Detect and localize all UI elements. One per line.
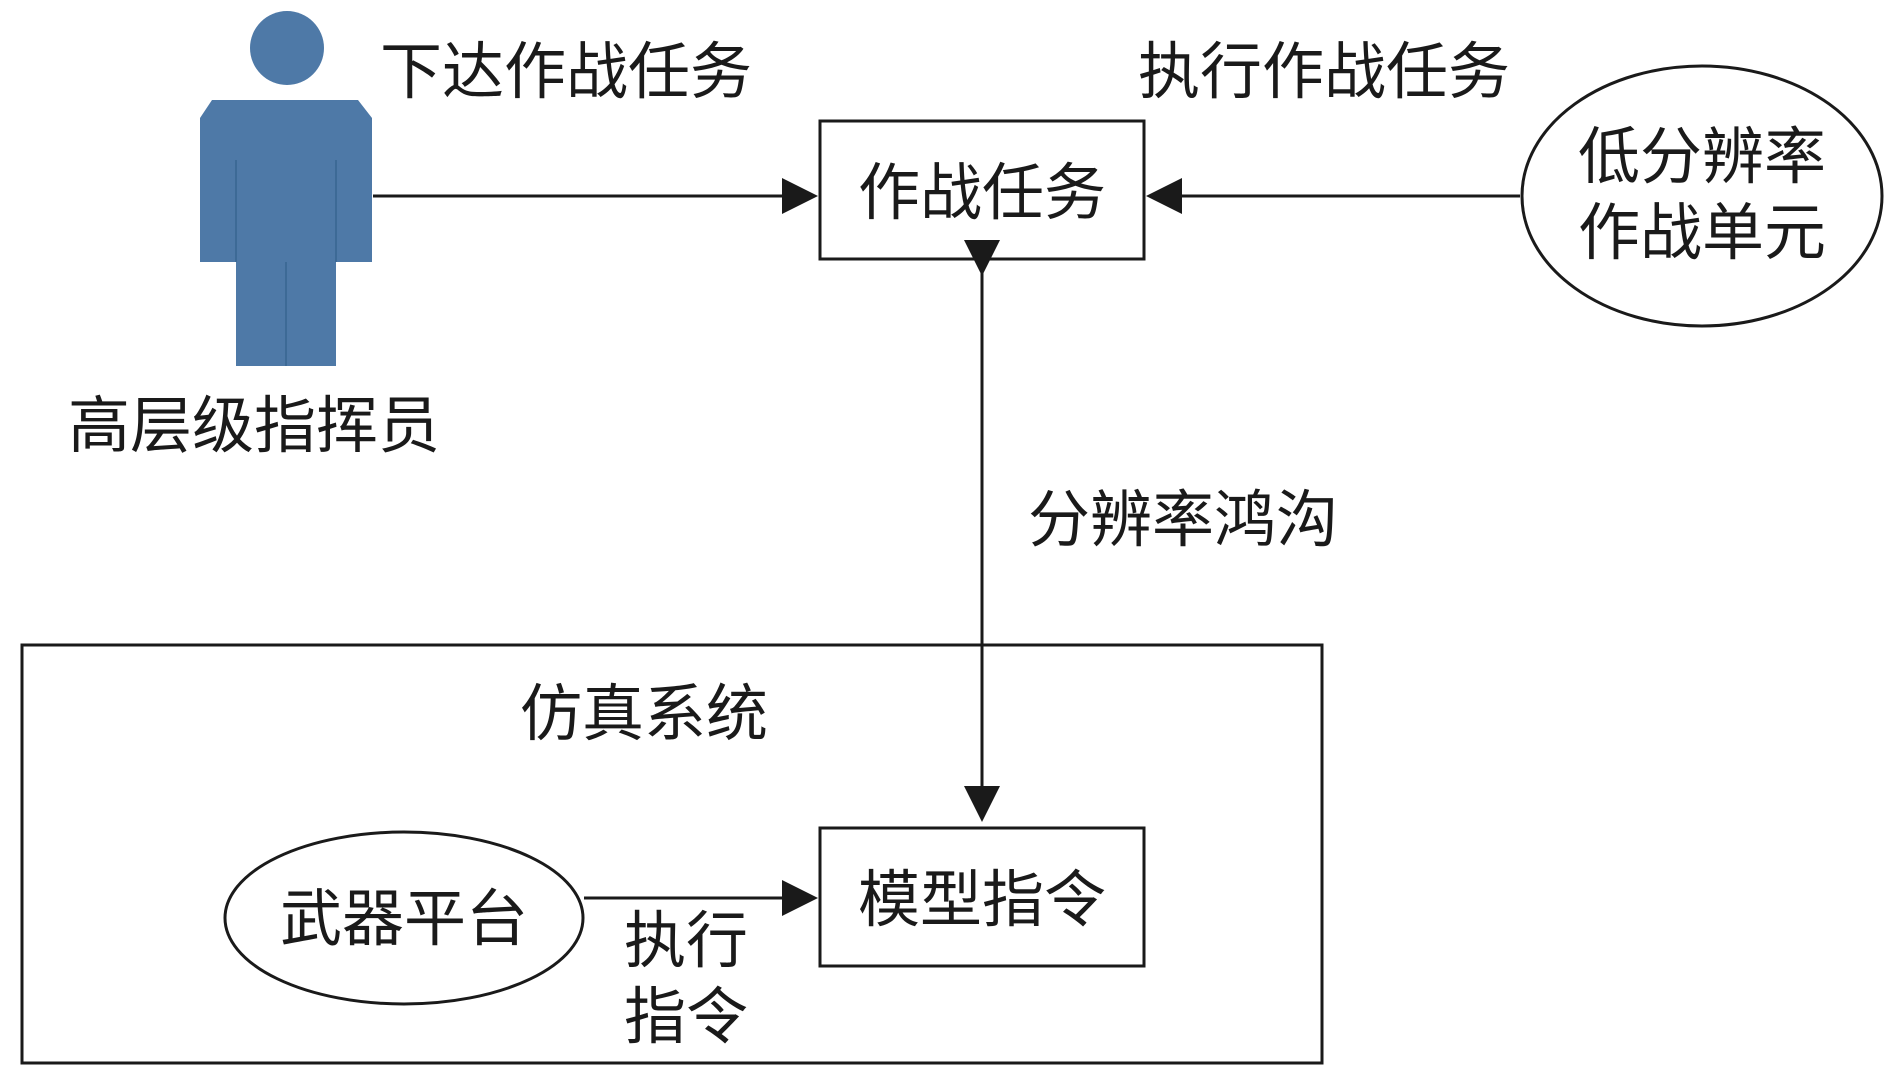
commander-label: 高层级指挥员 [68,389,440,462]
weapon-platform-ellipse [223,830,585,1006]
commander-person-icon [200,11,372,366]
simulation-system-box [20,643,1324,1065]
low-res-unit-ellipse [1520,64,1884,328]
model-command-label: 模型指令 [858,863,1106,936]
commander-body [200,100,372,366]
combat-task-label: 作战任务 [858,156,1106,229]
weapon-platform-label: 武器平台 [280,882,528,955]
combat-task-box [818,119,1146,261]
issue-task-label: 下达作战任务 [380,35,752,108]
execute-command-line2: 指令 [624,980,748,1053]
model-command-box [818,826,1146,968]
execute-task-label: 执行作战任务 [1138,35,1510,108]
execute-command-line1: 执行 [624,904,748,977]
simulation-system-title: 仿真系统 [520,677,768,750]
low-res-unit-line1: 低分辨率 [1578,120,1826,193]
commander-head [250,11,324,85]
low-res-unit-line2: 作战单元 [1578,196,1826,269]
resolution-gap-label: 分辨率鸿沟 [1028,483,1338,556]
